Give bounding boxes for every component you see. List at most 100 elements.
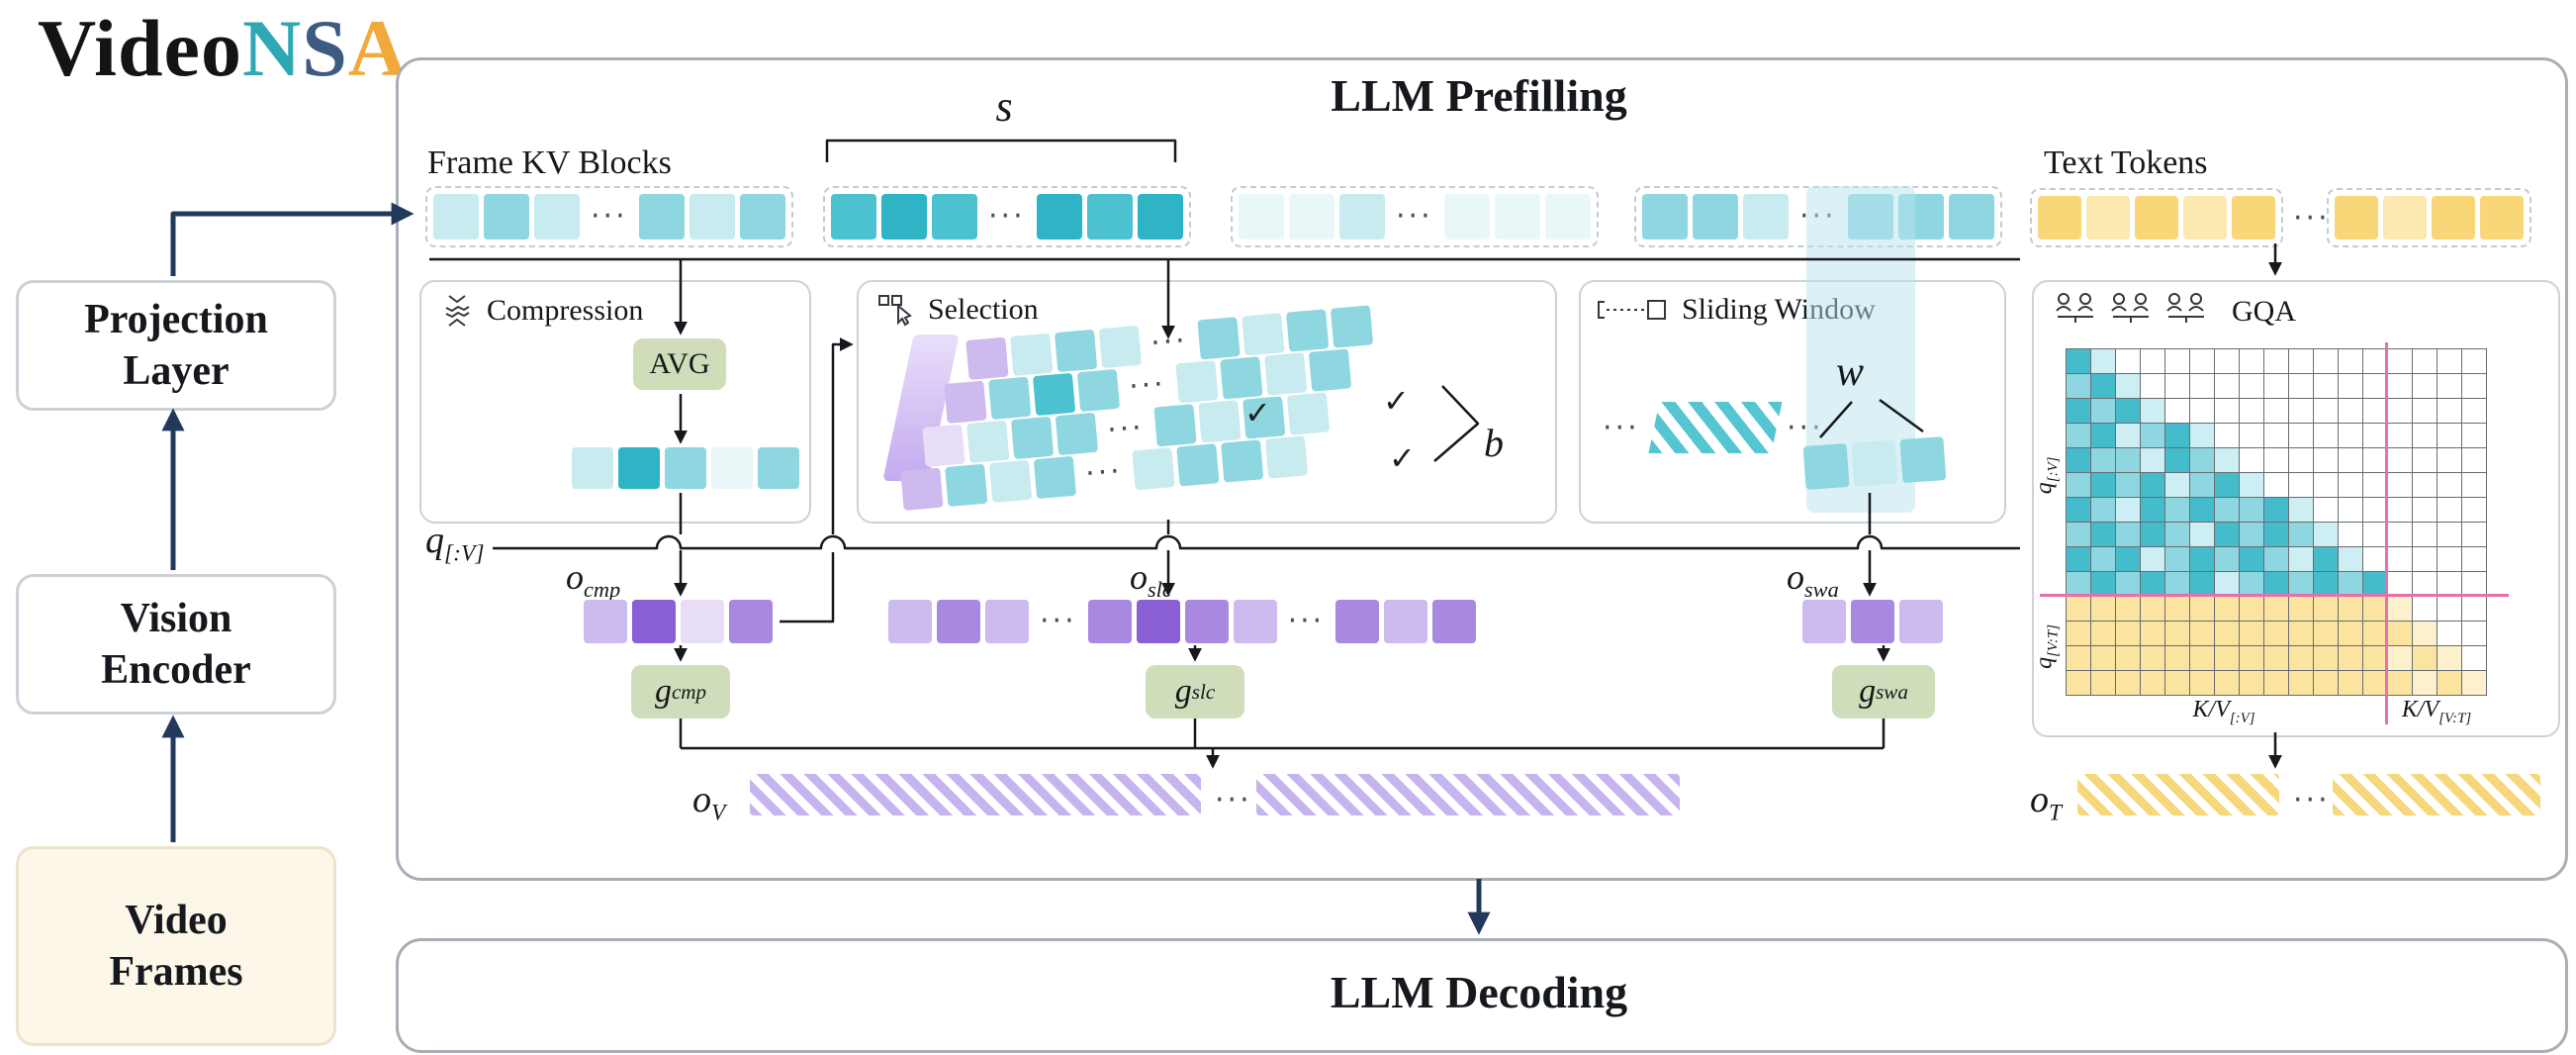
token [1152,404,1197,447]
o-swa-base: o [1787,557,1804,597]
o-cmp-sub: cmp [584,577,621,603]
token [1054,329,1098,373]
matrix-cell [2388,671,2413,696]
matrix-cell [2289,448,2314,473]
matrix-cell [2289,547,2314,572]
matrix-cell [2165,399,2190,424]
matrix-cell [2314,399,2339,424]
matrix-cell [2190,473,2215,498]
matrix-cell [2240,473,2264,498]
token [831,194,876,240]
o-video-segment-1 [750,774,1201,815]
matrix-cell [2289,374,2314,399]
matrix-cell [2339,646,2363,671]
logo-letter: S [302,3,348,93]
matrix-cell [2215,349,2240,374]
token [1494,194,1540,240]
o-swa-sub: swa [1804,577,1839,603]
matrix-cell [2462,473,2487,498]
matrix-cell [2462,374,2487,399]
token [1032,372,1076,417]
gqa-axis-kv-text-base: K/V [2401,697,2439,722]
cmp-output-tokens [584,600,773,643]
token [433,194,479,240]
token [888,600,932,643]
matrix-cell [2413,424,2438,448]
matrix-cell [2165,671,2190,696]
matrix-cell [2339,671,2363,696]
matrix-cell [2388,473,2413,498]
matrix-cell [2141,646,2165,671]
matrix-cell [2413,671,2438,696]
gqa-pink-vertical-line [2385,342,2388,724]
token [966,420,1010,464]
avg-box: AVG [633,338,726,390]
matrix-cell [2413,448,2438,473]
token [711,447,753,489]
matrix-cell [2215,473,2240,498]
matrix-cell [2438,424,2462,448]
matrix-cell [2314,646,2339,671]
matrix-cell [2339,523,2363,547]
matrix-cell [2190,399,2215,424]
matrix-cell [2462,622,2487,646]
matrix-cell [2413,498,2438,523]
token [2086,196,2130,240]
token [534,194,580,240]
o-text-ellipsis: ··· [2293,783,2331,817]
sliding-window-module-box [1579,280,2006,524]
matrix-cell [2388,374,2413,399]
matrix-cell [2363,622,2388,646]
token [1136,600,1180,643]
video-frames-line2: Frames [109,949,243,995]
matrix-cell [2339,349,2363,374]
logo-letter: Video [38,3,242,93]
matrix-cell [2141,622,2165,646]
matrix-cell [2091,374,2116,399]
matrix-cell [2264,523,2289,547]
matrix-cell [2240,523,2264,547]
app-logo: VideoNSA [38,2,408,95]
matrix-cell [2116,671,2141,696]
matrix-cell [2264,448,2289,473]
projection-layer-line1: Projection [84,296,268,342]
matrix-cell [2165,622,2190,646]
matrix-cell [2215,399,2240,424]
matrix-cell [2116,547,2141,572]
matrix-cell [2438,349,2462,374]
matrix-cell [2388,572,2413,597]
matrix-cell [2462,523,2487,547]
matrix-cell [2314,349,2339,374]
token [1010,416,1055,460]
vision-encoder-box: Vision Encoder [16,574,336,715]
matrix-cell [2091,498,2116,523]
token [2135,196,2178,240]
matrix-cell [2116,374,2141,399]
matrix-cell [2413,547,2438,572]
matrix-cell [2240,424,2264,448]
matrix-cell [2264,646,2289,671]
token [689,194,735,240]
matrix-cell [2314,622,2339,646]
gqa-pink-horizontal-line [2040,594,2509,597]
token [1335,600,1380,643]
matrix-cell [2091,473,2116,498]
o-text-sub: T [2049,800,2063,826]
matrix-cell [2240,646,2264,671]
matrix-cell [2438,646,2462,671]
token [632,600,676,643]
matrix-cell [2264,572,2289,597]
matrix-cell [2190,547,2215,572]
matrix-cell [2116,349,2141,374]
matrix-cell [2116,646,2141,671]
matrix-cell [2141,523,2165,547]
matrix-cell [2116,448,2141,473]
matrix-cell [2363,399,2388,424]
matrix-cell [2289,424,2314,448]
matrix-cell [2438,473,2462,498]
token [2038,196,2081,240]
matrix-cell [2165,374,2190,399]
matrix-cell [2067,424,2091,448]
matrix-cell [2289,473,2314,498]
matrix-cell [2438,374,2462,399]
